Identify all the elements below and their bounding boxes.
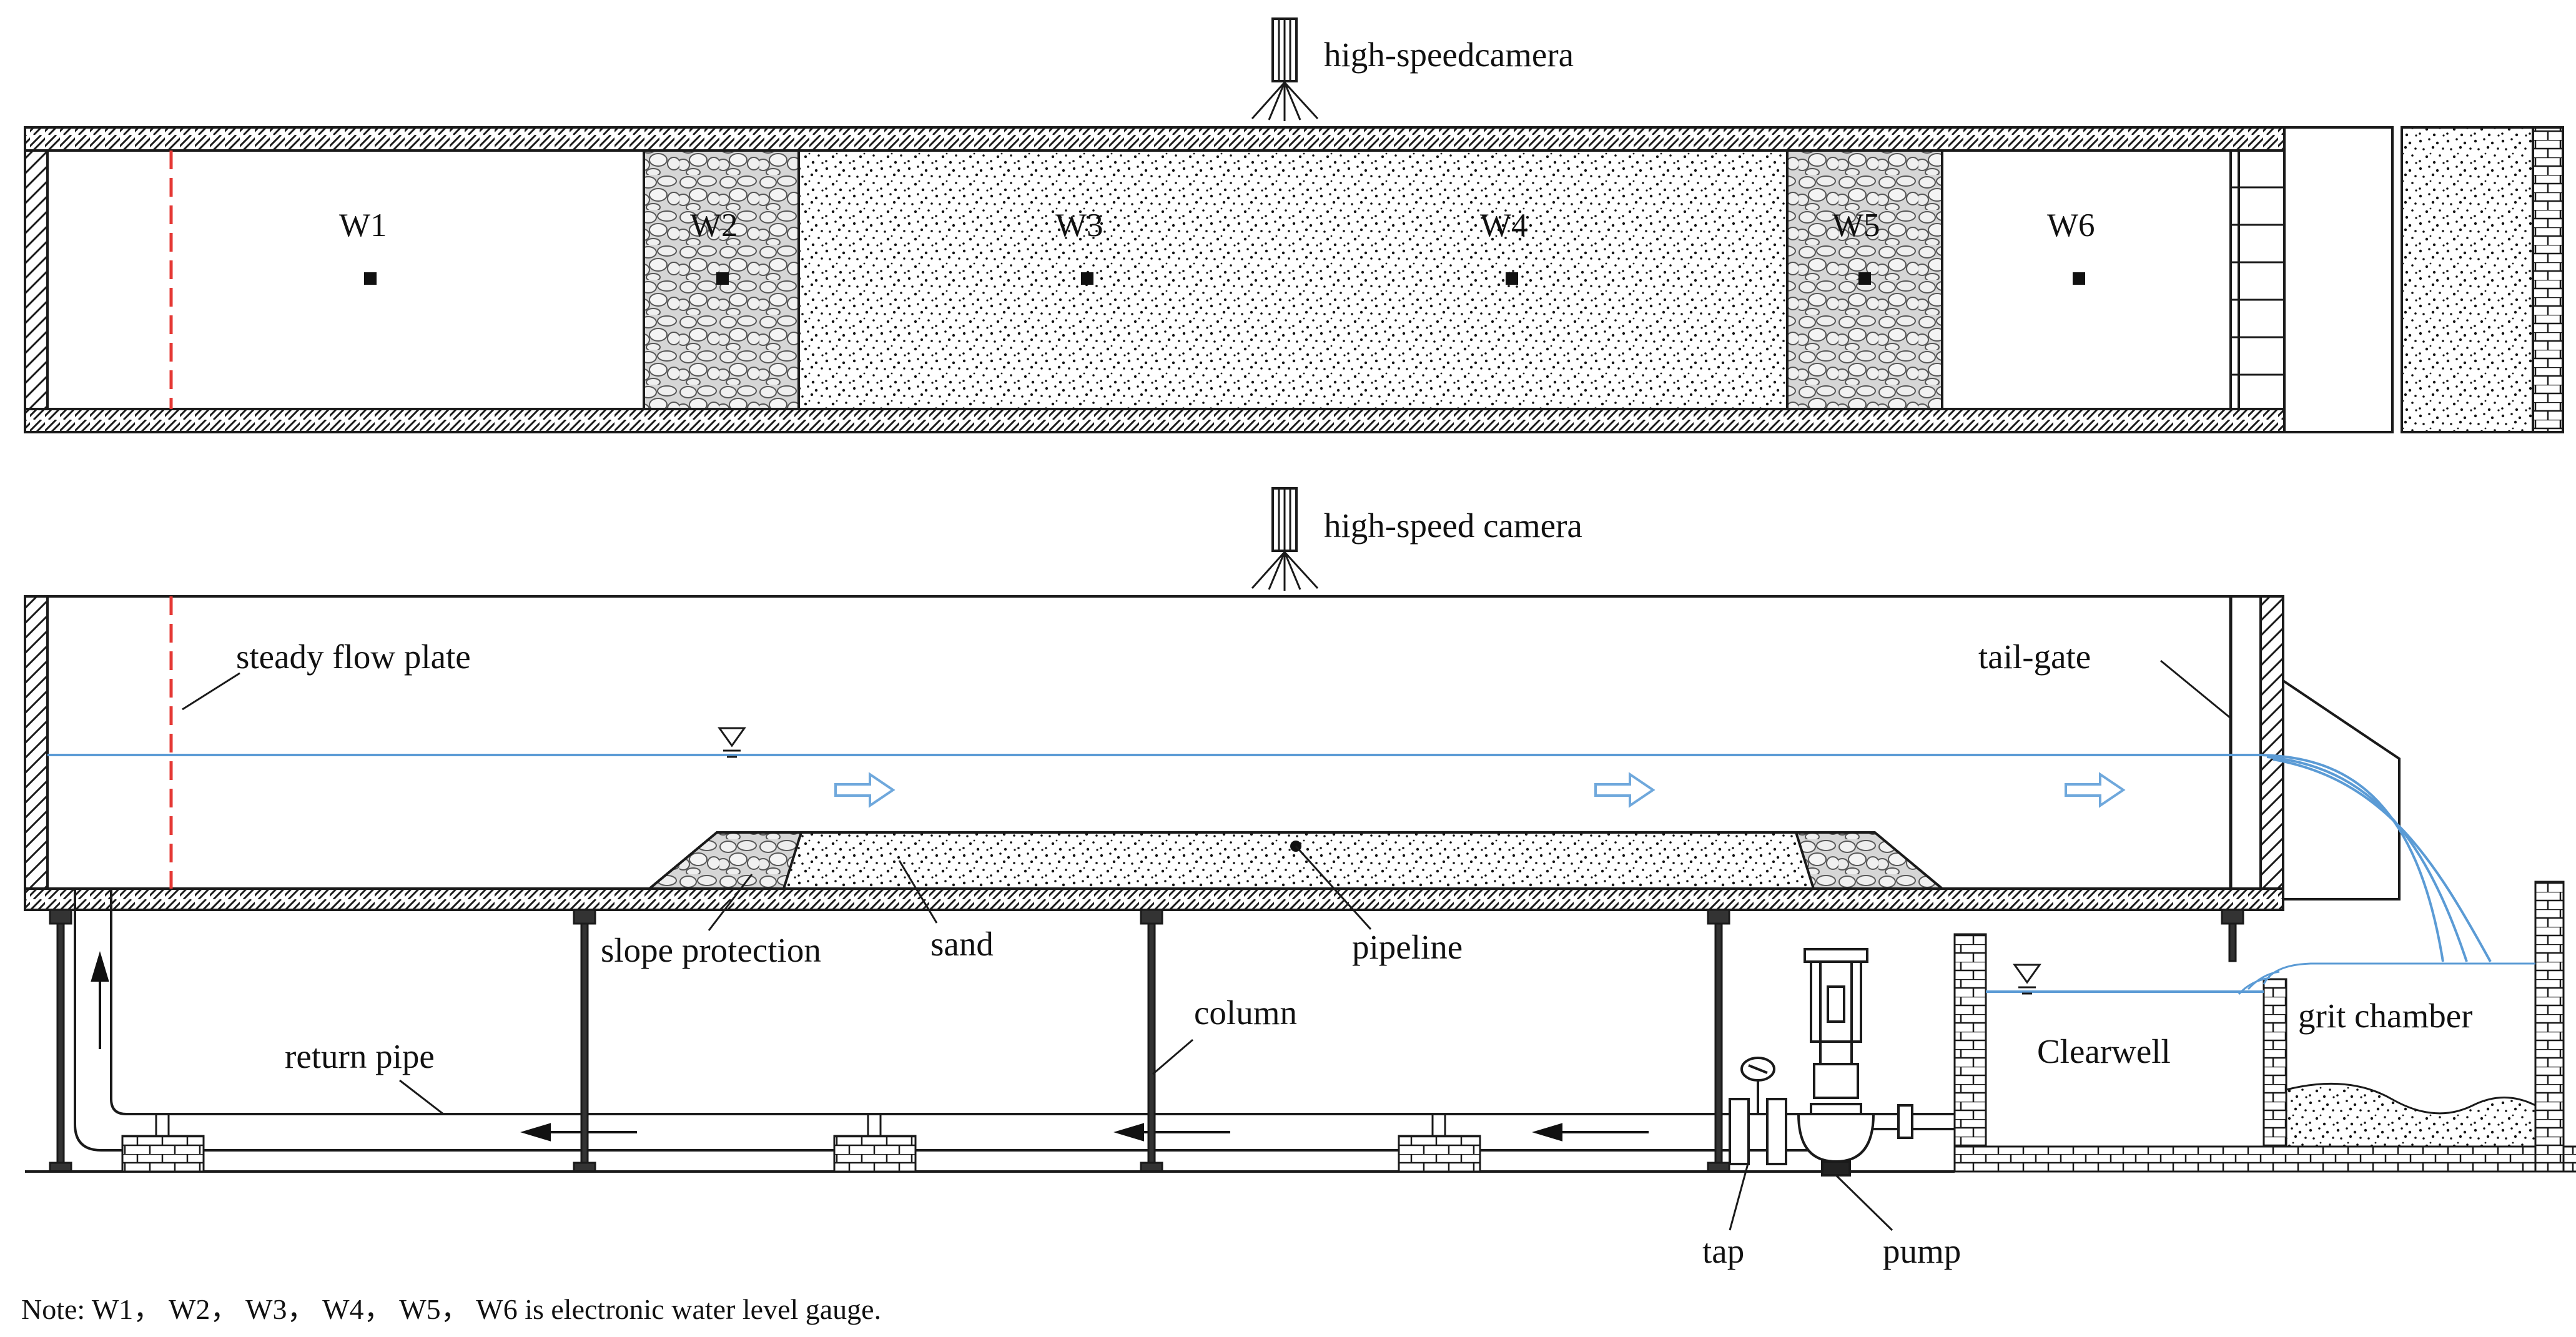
plan-view: high-speedcamera W1 W2 W3 W4 W5 W6 — [24, 17, 2564, 433]
grit-chamber-plan — [2401, 126, 2534, 433]
label-steady-flow-plate: steady flow plate — [236, 638, 471, 676]
footnote: Note: W1， W2， W3， W4， W5， W6 is electron… — [21, 1293, 881, 1325]
pipe-supports — [121, 1114, 1481, 1173]
label-pump: pump — [1883, 1232, 1961, 1270]
tap-valve — [1729, 1057, 1787, 1165]
flume-left-wall — [24, 595, 49, 890]
outlet-chute — [2282, 679, 2401, 900]
camera-icon-side — [1251, 487, 1319, 591]
clearwell — [1953, 881, 2576, 1173]
grit-sediment — [2285, 1082, 2537, 1148]
gauge-label-w4: W4 — [1480, 207, 1528, 244]
return-pipe — [74, 889, 1730, 1152]
gauge-label-w5: W5 — [1832, 207, 1880, 244]
gauge-label-w2: W2 — [690, 207, 738, 244]
label-pipeline: pipeline — [1352, 928, 1463, 966]
label-tap: tap — [1702, 1232, 1744, 1270]
label-sand: sand — [930, 925, 994, 963]
sand-zone — [797, 149, 1789, 410]
flow-direction-arrows — [834, 772, 2126, 808]
camera-label-side: high-speed camera — [1324, 506, 1582, 545]
camera-icon-top — [1251, 17, 1319, 121]
gauge-label-w6: W6 — [2047, 207, 2095, 244]
label-return-pipe: return pipe — [285, 1037, 435, 1075]
slope-protection-downstream — [1794, 831, 1946, 890]
pump — [1797, 948, 1973, 1177]
gauge-markers — [364, 272, 2085, 285]
gauge-label-w3: W3 — [1055, 207, 1103, 244]
outflow-jet — [2260, 754, 2492, 962]
return-pipe-arrows — [91, 951, 1649, 1142]
camera-label-top: high-speedcamera — [1324, 36, 1574, 74]
flume-right-wall — [2259, 595, 2284, 890]
water-level-icon — [718, 727, 746, 758]
label-grit-chamber: grit chamber — [2298, 997, 2472, 1035]
slope-protection-upstream — [646, 831, 803, 890]
brick-wall-plan — [2532, 126, 2564, 433]
gravel-zone-downstream — [1786, 149, 1943, 410]
label-tail-gate: tail-gate — [1978, 638, 2091, 676]
flume-floor — [24, 887, 2284, 911]
elevation-view: high-speed camera — [24, 487, 2576, 1270]
label-slope-protection: slope protection — [601, 931, 821, 969]
gauge-label-w1: W1 — [339, 207, 387, 244]
grit-chamber-overflow — [2238, 962, 2535, 995]
label-clearwell: Clearwell — [2037, 1032, 2171, 1070]
clearwell-water-level-icon — [2013, 964, 2041, 995]
leader-lines — [182, 659, 2231, 1231]
outlet-chamber-plan — [2283, 126, 2394, 433]
label-column: column — [1194, 994, 1297, 1032]
